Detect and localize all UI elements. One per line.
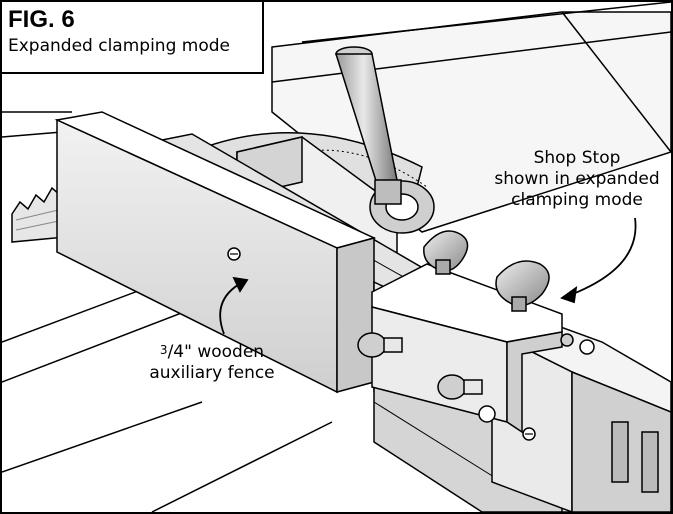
figure-caption: Expanded clamping mode — [8, 36, 230, 56]
shop-stop-callout-line2: shown in expanded — [494, 169, 660, 189]
fence-callout-line1-rest: /4" wooden — [167, 342, 265, 362]
figure-title-box: FIG. 6 Expanded clamping mode — [2, 2, 264, 74]
fence-callout: 3/4" wooden auxiliary fence — [132, 342, 292, 384]
auxiliary-fence — [54, 111, 377, 394]
shop-stop-callout-line3: clamping mode — [511, 190, 643, 210]
fence-callout-line2: auxiliary fence — [149, 363, 275, 383]
fence-callout-line1: 3/4" wooden — [132, 342, 292, 363]
shop-stop-callout-line1: Shop Stop — [533, 148, 621, 168]
miter-gauge-handle — [334, 46, 402, 205]
figure-number: FIG. 6 — [8, 6, 75, 33]
thumbscrews — [357, 332, 595, 423]
callout-arrows — [219, 217, 637, 335]
fraction-numerator: 3 — [159, 343, 168, 357]
shop-stop-callout: Shop Stop shown in expanded clamping mod… — [482, 148, 671, 211]
clamp-knob-upper — [423, 230, 469, 275]
clamp-knob-lower — [495, 260, 550, 312]
